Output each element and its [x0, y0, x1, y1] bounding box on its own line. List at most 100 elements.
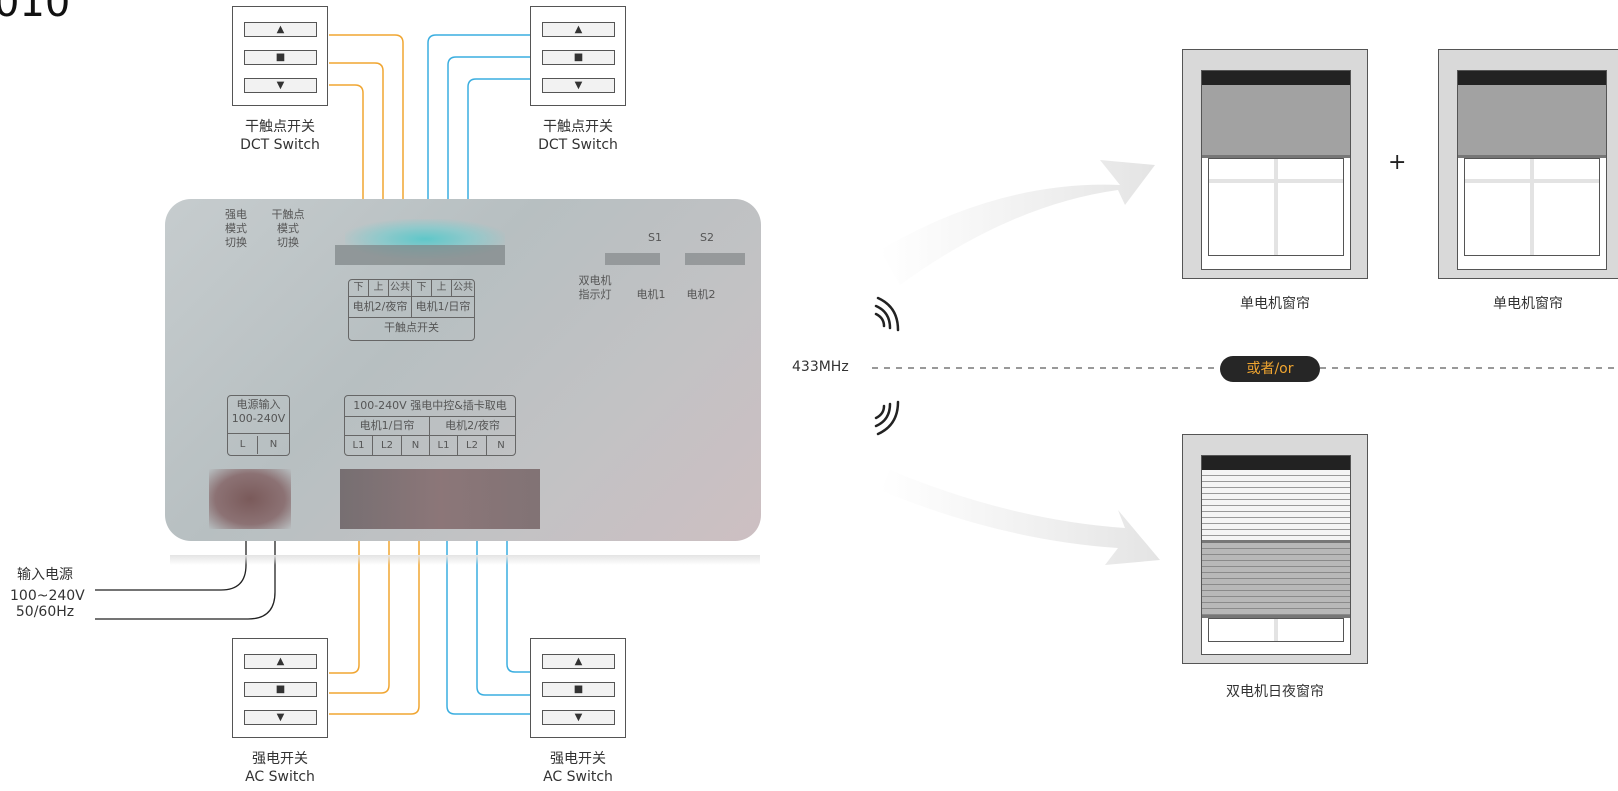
pin-label: 下 [412, 280, 432, 297]
pin-label: 上 [432, 280, 452, 297]
down-button[interactable]: ▼ [542, 710, 615, 725]
switch-name-en: DCT Switch [538, 137, 618, 153]
window-transom [1465, 179, 1599, 183]
power-input-box: 电源输入 100-240V L N [227, 395, 290, 456]
dct-switch-top-left-caption: 干触点开关 DCT Switch [210, 118, 350, 154]
stop-button[interactable]: ■ [542, 682, 615, 697]
signal-beam-upper [880, 160, 1155, 285]
wire-ac-bottom-right-1 [446, 520, 530, 715]
wire-dct-top-right-2 [447, 56, 530, 218]
roller-shade [1458, 85, 1606, 155]
pin-label: 上 [369, 280, 389, 297]
dual-motor-indicator-label: 双电机指示灯 [578, 274, 612, 301]
down-button[interactable]: ▼ [244, 710, 317, 725]
ac-mode-label: 强电模式切换 [225, 208, 247, 249]
dct-connector-block [335, 245, 505, 265]
power-supply-voltage: 100~240V [10, 588, 85, 604]
s2-label: S2 [700, 231, 714, 244]
dct-switch-top-right-caption: 干触点开关 DCT Switch [508, 118, 648, 154]
dct-mode-label: 干触点模式切换 [271, 208, 305, 249]
window-frame [1457, 70, 1607, 270]
up-button[interactable]: ▲ [542, 654, 615, 669]
ac-terminal-box: 100-240V 强电中控&插卡取电 电机1/日帘 电机2/夜帘 L1 L2 N… [344, 395, 516, 456]
signal-icon-lower [874, 400, 900, 436]
window-frame [1201, 70, 1351, 270]
single-motor-curtain-label-1: 单电机窗帘 [1240, 296, 1310, 312]
power-supply-label: 输入电源 100~240V 50/60Hz [10, 564, 85, 620]
up-button[interactable]: ▲ [542, 22, 615, 37]
wire-power-n [95, 525, 276, 620]
group-label: 电机2/夜帘 [430, 416, 515, 436]
ac-switch-bottom-right: ▲ ■ ▼ [530, 638, 626, 738]
window-mullion [1274, 159, 1278, 255]
down-button[interactable]: ▼ [244, 78, 317, 93]
s1-label: S1 [648, 231, 662, 244]
dual-motor-curtain-label: 双电机日夜窗帘 [1226, 684, 1324, 700]
stop-button[interactable]: ■ [244, 682, 317, 697]
down-button[interactable]: ▼ [542, 78, 615, 93]
switch-name-cn: 强电开关 [550, 751, 606, 767]
power-supply-title: 输入电源 [17, 567, 73, 583]
middle-rail [1202, 540, 1350, 543]
corner-fragment-text: 010 [0, 0, 71, 26]
window-pane [1208, 158, 1344, 256]
wire-dct-top-left-2 [329, 62, 384, 218]
switch-name-cn: 干触点开关 [245, 119, 315, 135]
single-motor-curtain-window-1 [1182, 49, 1368, 279]
controller-shadow [170, 555, 760, 565]
ac-switch-bottom-left: ▲ ■ ▼ [232, 638, 328, 738]
stop-button[interactable]: ■ [244, 50, 317, 65]
group-label: 电机1/日帘 [345, 416, 430, 436]
pin-label: L1 [345, 436, 373, 455]
dct-switch-top-right: ▲ ■ ▼ [530, 6, 626, 106]
blackout-night-shade [1202, 543, 1350, 615]
pin-label: N [402, 436, 430, 455]
switch-name-en: DCT Switch [240, 137, 320, 153]
group-label: 电机2/夜帘 [349, 297, 412, 318]
shade-bottom-bar [1202, 615, 1350, 618]
ac-terminal-title: 100-240V 强电中控&插卡取电 [345, 396, 515, 417]
switch-name-en: AC Switch [245, 769, 315, 785]
sheer-day-shade [1202, 470, 1350, 540]
motor2-label: 电机2 [686, 288, 716, 301]
motor1-label: 电机1 [636, 288, 666, 301]
or-badge: 或者/or [1220, 356, 1320, 382]
roller-shade [1202, 85, 1350, 155]
ac-switch-bottom-left-caption: 强电开关 AC Switch [210, 750, 350, 786]
pin-label: N [497, 440, 505, 451]
curtain-headrail [1202, 456, 1350, 470]
dct-switch-top-left: ▲ ■ ▼ [232, 6, 328, 106]
shade-bottom-bar [1202, 155, 1350, 158]
ac-terminal-block [340, 469, 540, 529]
wire-ac-bottom-left-3 [329, 520, 420, 715]
stop-button[interactable]: ■ [542, 50, 615, 65]
dct-terminal-box: 下 上 公共 下 上 公共 电机2/夜帘 电机1/日帘 干触点开关 [348, 279, 475, 341]
pin-label: L2 [373, 436, 402, 455]
wire-ac-bottom-right-2 [476, 520, 530, 696]
power-terminal-block [209, 469, 291, 529]
pin-label: L2 [458, 436, 487, 455]
pin-label: L1 [430, 436, 458, 455]
curtain-headrail [1458, 71, 1606, 85]
wire-dct-top-left-3 [329, 84, 364, 218]
wire-ac-bottom-right-3 [506, 520, 530, 673]
up-button[interactable]: ▲ [244, 654, 317, 669]
ac-switch-bottom-right-caption: 强电开关 AC Switch [508, 750, 648, 786]
window-pane [1208, 618, 1344, 642]
up-button[interactable]: ▲ [244, 22, 317, 37]
wire-dct-top-right-1 [427, 34, 530, 218]
single-motor-curtain-label-2: 单电机窗帘 [1493, 296, 1563, 312]
pin-label: 公共 [389, 280, 412, 297]
window-frame [1201, 455, 1351, 655]
wire-dct-top-left-1 [329, 34, 404, 218]
switch-name-en: AC Switch [543, 769, 613, 785]
signal-beam-lower [880, 470, 1160, 565]
pin-label: L [228, 436, 258, 454]
curtain-headrail [1202, 71, 1350, 85]
frequency-label: 433MHz [792, 359, 849, 375]
window-mullion [1274, 619, 1278, 641]
single-motor-curtain-window-2 [1438, 49, 1618, 279]
plus-sign: + [1388, 150, 1407, 175]
window-mullion [1530, 159, 1534, 255]
